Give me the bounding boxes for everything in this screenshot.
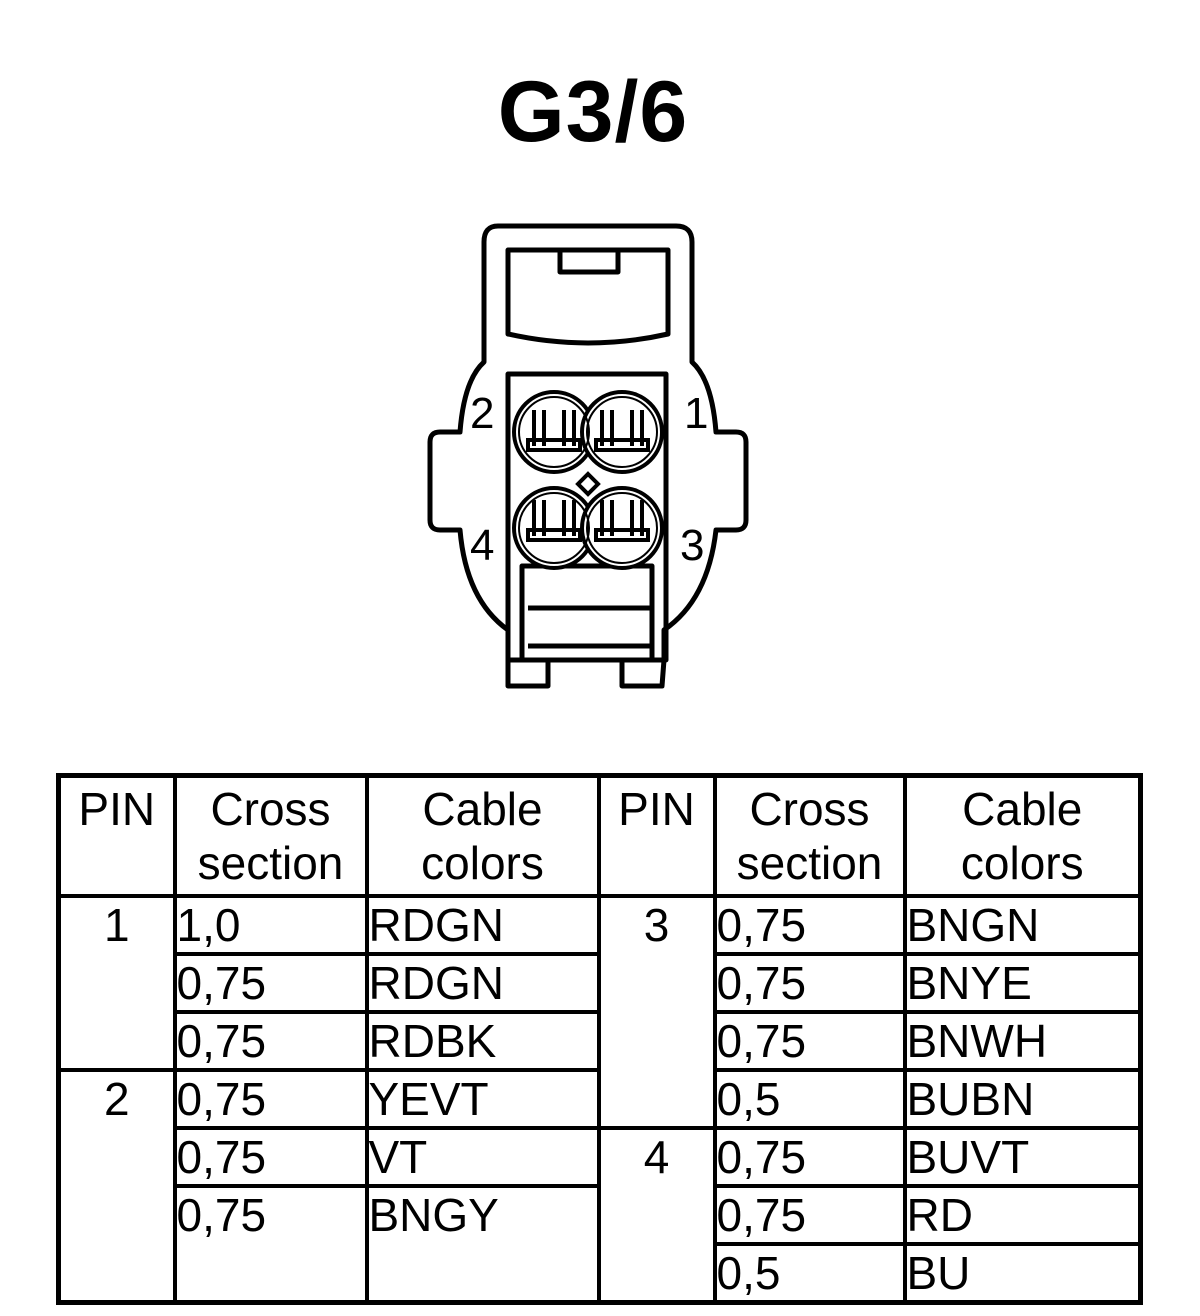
cable-color-cell: RDBK [364,1010,601,1072]
pin-cell: 1 [56,894,177,1072]
table-row: 1 1,0 RDGN 3 0,75 BNGN [56,894,1143,1130]
cross-section-cell: 0,75 [172,1068,369,1130]
header-pin: PIN [596,773,717,898]
pin-label-3: 3 [680,521,704,570]
cable-color-cell: RD [902,1184,1143,1246]
cross-section-cell: 0,75 [172,1010,369,1072]
cross-section-cell: 0,5 [712,1068,907,1130]
cable-color-cell: RDGN [364,894,601,956]
pin-cell: 2 [56,1068,177,1305]
cross-section-cell: 0,75 [712,1010,907,1072]
latch-tab [557,247,621,275]
pin-1-socket [580,390,664,474]
cable-color-cell: BNYE [902,952,1143,1014]
cross-section-cell: 0,75 [172,1184,369,1305]
pin-label-1: 1 [684,389,708,438]
diagram-title: G3/6 [497,64,689,160]
cable-color-cell: BNWH [902,1010,1143,1072]
cable-color-cell: BNGY [364,1184,601,1305]
cross-section-cell: 0,75 [172,1126,369,1188]
latch-window [505,247,671,346]
pin-label-4: 4 [470,521,494,570]
cross-section-cell: 0,75 [712,1126,907,1188]
cross-section-cell: 0,5 [712,1242,907,1305]
cross-section-cell: 0,75 [712,894,907,956]
cable-color-cell: RDGN [364,952,601,1014]
header-pin: PIN [56,773,177,898]
cable-color-cell: VT [364,1126,601,1188]
table-row: 0,5 BU [59,1242,1143,1305]
table-row: 2 0,75 YEVT 0,5 BUBN [56,1068,1143,1305]
cable-color-cell: BNGN [902,894,1143,956]
cable-color-cell: BUVT [902,1126,1143,1188]
cross-section-cell: 0,75 [712,952,907,1014]
cable-color-cell: BU [902,1242,1143,1305]
center-key [575,471,601,497]
cross-section-cell: 1,0 [172,894,369,956]
cross-section-cell: 0,75 [172,952,369,1014]
pin-cell: 3 [596,894,717,1130]
cross-section-cell: 0,75 [712,1184,907,1246]
table-row: 0,75 RDGN 0,75 BNYE [59,952,1143,1014]
table-row: 0,75 BNGY 0,75 RD [59,1184,1143,1305]
pin-label-2: 2 [470,389,494,438]
cable-color-cell: BUBN [902,1068,1143,1130]
table-row: 0,75 VT 4 0,75 BUVT [59,1126,1143,1305]
pin-cell: 4 [596,1126,717,1305]
table-row: 0,75 RDBK 0,75 BNWH [59,1010,1143,1072]
cable-color-cell: YEVT [364,1068,601,1130]
connector-drawing: 2 1 4 3 [427,223,749,689]
